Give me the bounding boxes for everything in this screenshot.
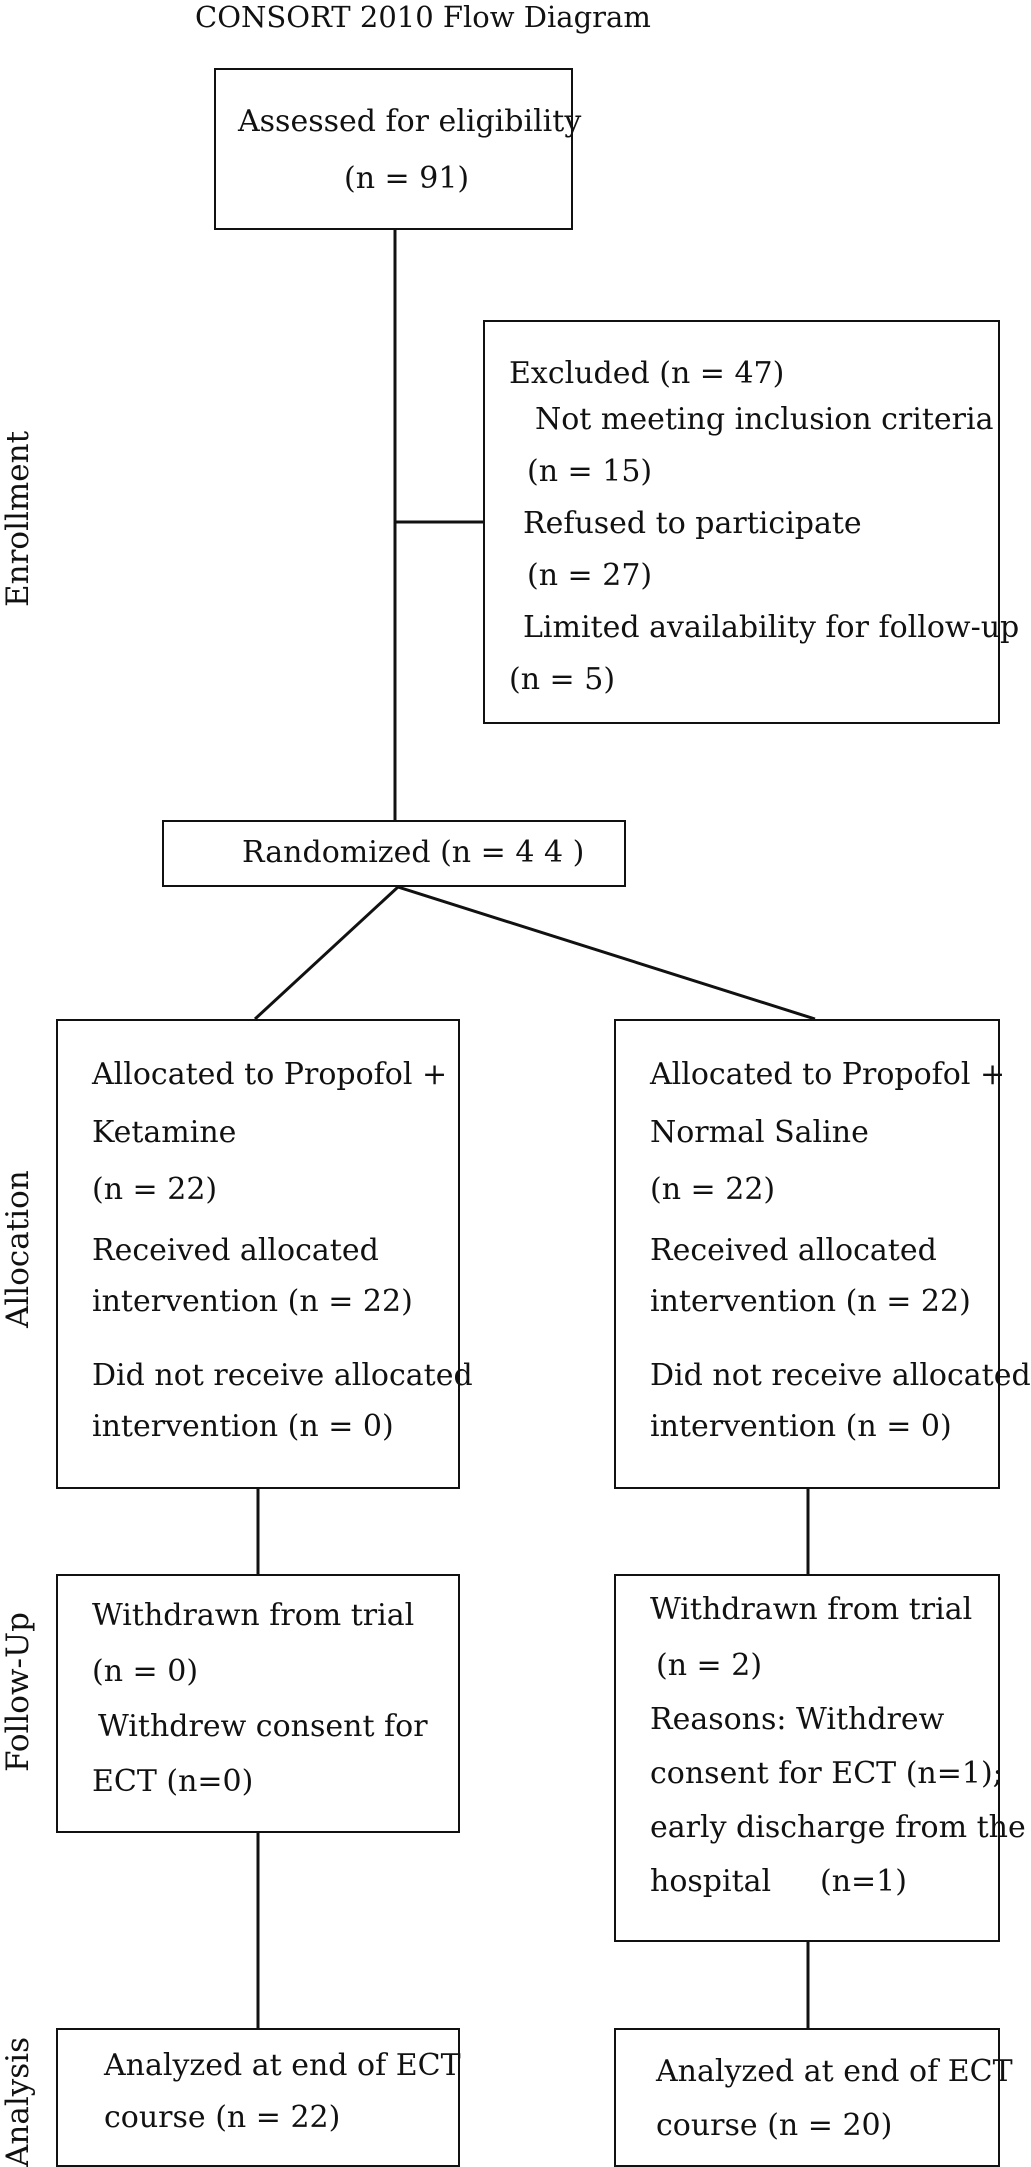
allocation-left-group-cont: Ketamine	[92, 1115, 237, 1150]
stage-label-analysis: Analysis	[0, 2037, 36, 2167]
allocation-right-group-cont: Normal Saline	[650, 1115, 869, 1150]
allocation-right-box: Allocated to Propofol + Normal Saline (n…	[614, 1019, 1031, 1489]
stage-label-enrollment: Enrollment	[0, 430, 36, 607]
excluded-count-inclusion: (n = 15)	[527, 454, 653, 489]
connector-randomized-to-right	[397, 885, 816, 1021]
excluded-label: Excluded (n = 47)	[509, 356, 785, 391]
allocation-right-received: Received allocated	[650, 1233, 937, 1268]
followup-left-withdrawn-count: (n = 0)	[92, 1654, 199, 1689]
allocation-left-not-received-count: intervention (n = 0)	[92, 1409, 394, 1444]
allocation-right-not-received-count: intervention (n = 0)	[650, 1409, 952, 1444]
assessed-box: Assessed for eligibility (n = 91)	[214, 68, 581, 230]
analysis-left-count: course (n = 22)	[104, 2100, 341, 2135]
followup-right-withdrawn-count: (n = 2)	[656, 1648, 763, 1683]
followup-right-reason-discharge: early discharge from the	[650, 1810, 1026, 1845]
randomized-box: Randomized (n = 4 4 )	[162, 820, 626, 887]
connector-lines	[253, 230, 816, 2028]
diagram-title: CONSORT 2010 Flow Diagram	[195, 0, 651, 34]
allocation-left-group: Allocated to Propofol +	[92, 1057, 448, 1092]
followup-left-withdrawn: Withdrawn from trial	[92, 1598, 415, 1633]
excluded-count-followup: (n = 5)	[509, 662, 616, 697]
assessed-label: Assessed for eligibility	[238, 104, 582, 139]
excluded-reason-refused: Refused to participate	[523, 506, 862, 541]
followup-right-reasons: Reasons: Withdrew	[650, 1702, 945, 1737]
randomized-label: Randomized (n = 4 4 )	[242, 835, 585, 870]
allocation-left-received: Received allocated	[92, 1233, 379, 1268]
allocation-left-count: (n = 22)	[92, 1172, 218, 1207]
followup-right-withdrawn: Withdrawn from trial	[650, 1592, 973, 1627]
allocation-left-not-received: Did not receive allocated	[92, 1358, 473, 1393]
analysis-right-label: Analyzed at end of ECT	[656, 2054, 1013, 2089]
excluded-box: Excluded (n = 47) Not meeting inclusion …	[483, 320, 1019, 724]
analysis-right-box: Analyzed at end of ECT course (n = 20)	[614, 2028, 1013, 2167]
allocation-right-received-count: intervention (n = 22)	[650, 1284, 971, 1319]
allocation-right-not-received: Did not receive allocated	[650, 1358, 1031, 1393]
followup-right-reason-consent: consent for ECT (n=1);	[650, 1756, 1003, 1791]
followup-left-box: Withdrawn from trial (n = 0) Withdrew co…	[56, 1574, 460, 1833]
analysis-left-box: Analyzed at end of ECT course (n = 22)	[56, 2028, 461, 2167]
excluded-reason-followup: Limited availability for follow-up	[523, 610, 1020, 645]
excluded-reason-inclusion: Not meeting inclusion criteria	[535, 402, 994, 437]
followup-right-reason-hospital: hospital	[650, 1864, 772, 1899]
analysis-right-count: course (n = 20)	[656, 2108, 893, 2143]
stage-label-follow-up: Follow-Up	[0, 1612, 36, 1772]
followup-left-consent: Withdrew consent for	[98, 1709, 428, 1744]
analysis-left-label: Analyzed at end of ECT	[104, 2048, 461, 2083]
followup-left-consent-count: ECT (n=0)	[92, 1764, 254, 1799]
followup-right-reason-discharge-count: (n=1)	[820, 1864, 907, 1899]
stage-label-allocation: Allocation	[0, 1170, 36, 1328]
allocation-left-box: Allocated to Propofol + Ketamine (n = 22…	[56, 1019, 473, 1489]
excluded-count-refused: (n = 27)	[527, 558, 653, 593]
allocation-left-received-count: intervention (n = 22)	[92, 1284, 413, 1319]
allocation-right-group: Allocated to Propofol +	[650, 1057, 1006, 1092]
allocation-right-count: (n = 22)	[650, 1172, 776, 1207]
followup-right-box: Withdrawn from trial (n = 2) Reasons: Wi…	[614, 1574, 1026, 1942]
connector-randomized-to-left	[253, 885, 400, 1021]
assessed-count: (n = 91)	[344, 161, 470, 196]
